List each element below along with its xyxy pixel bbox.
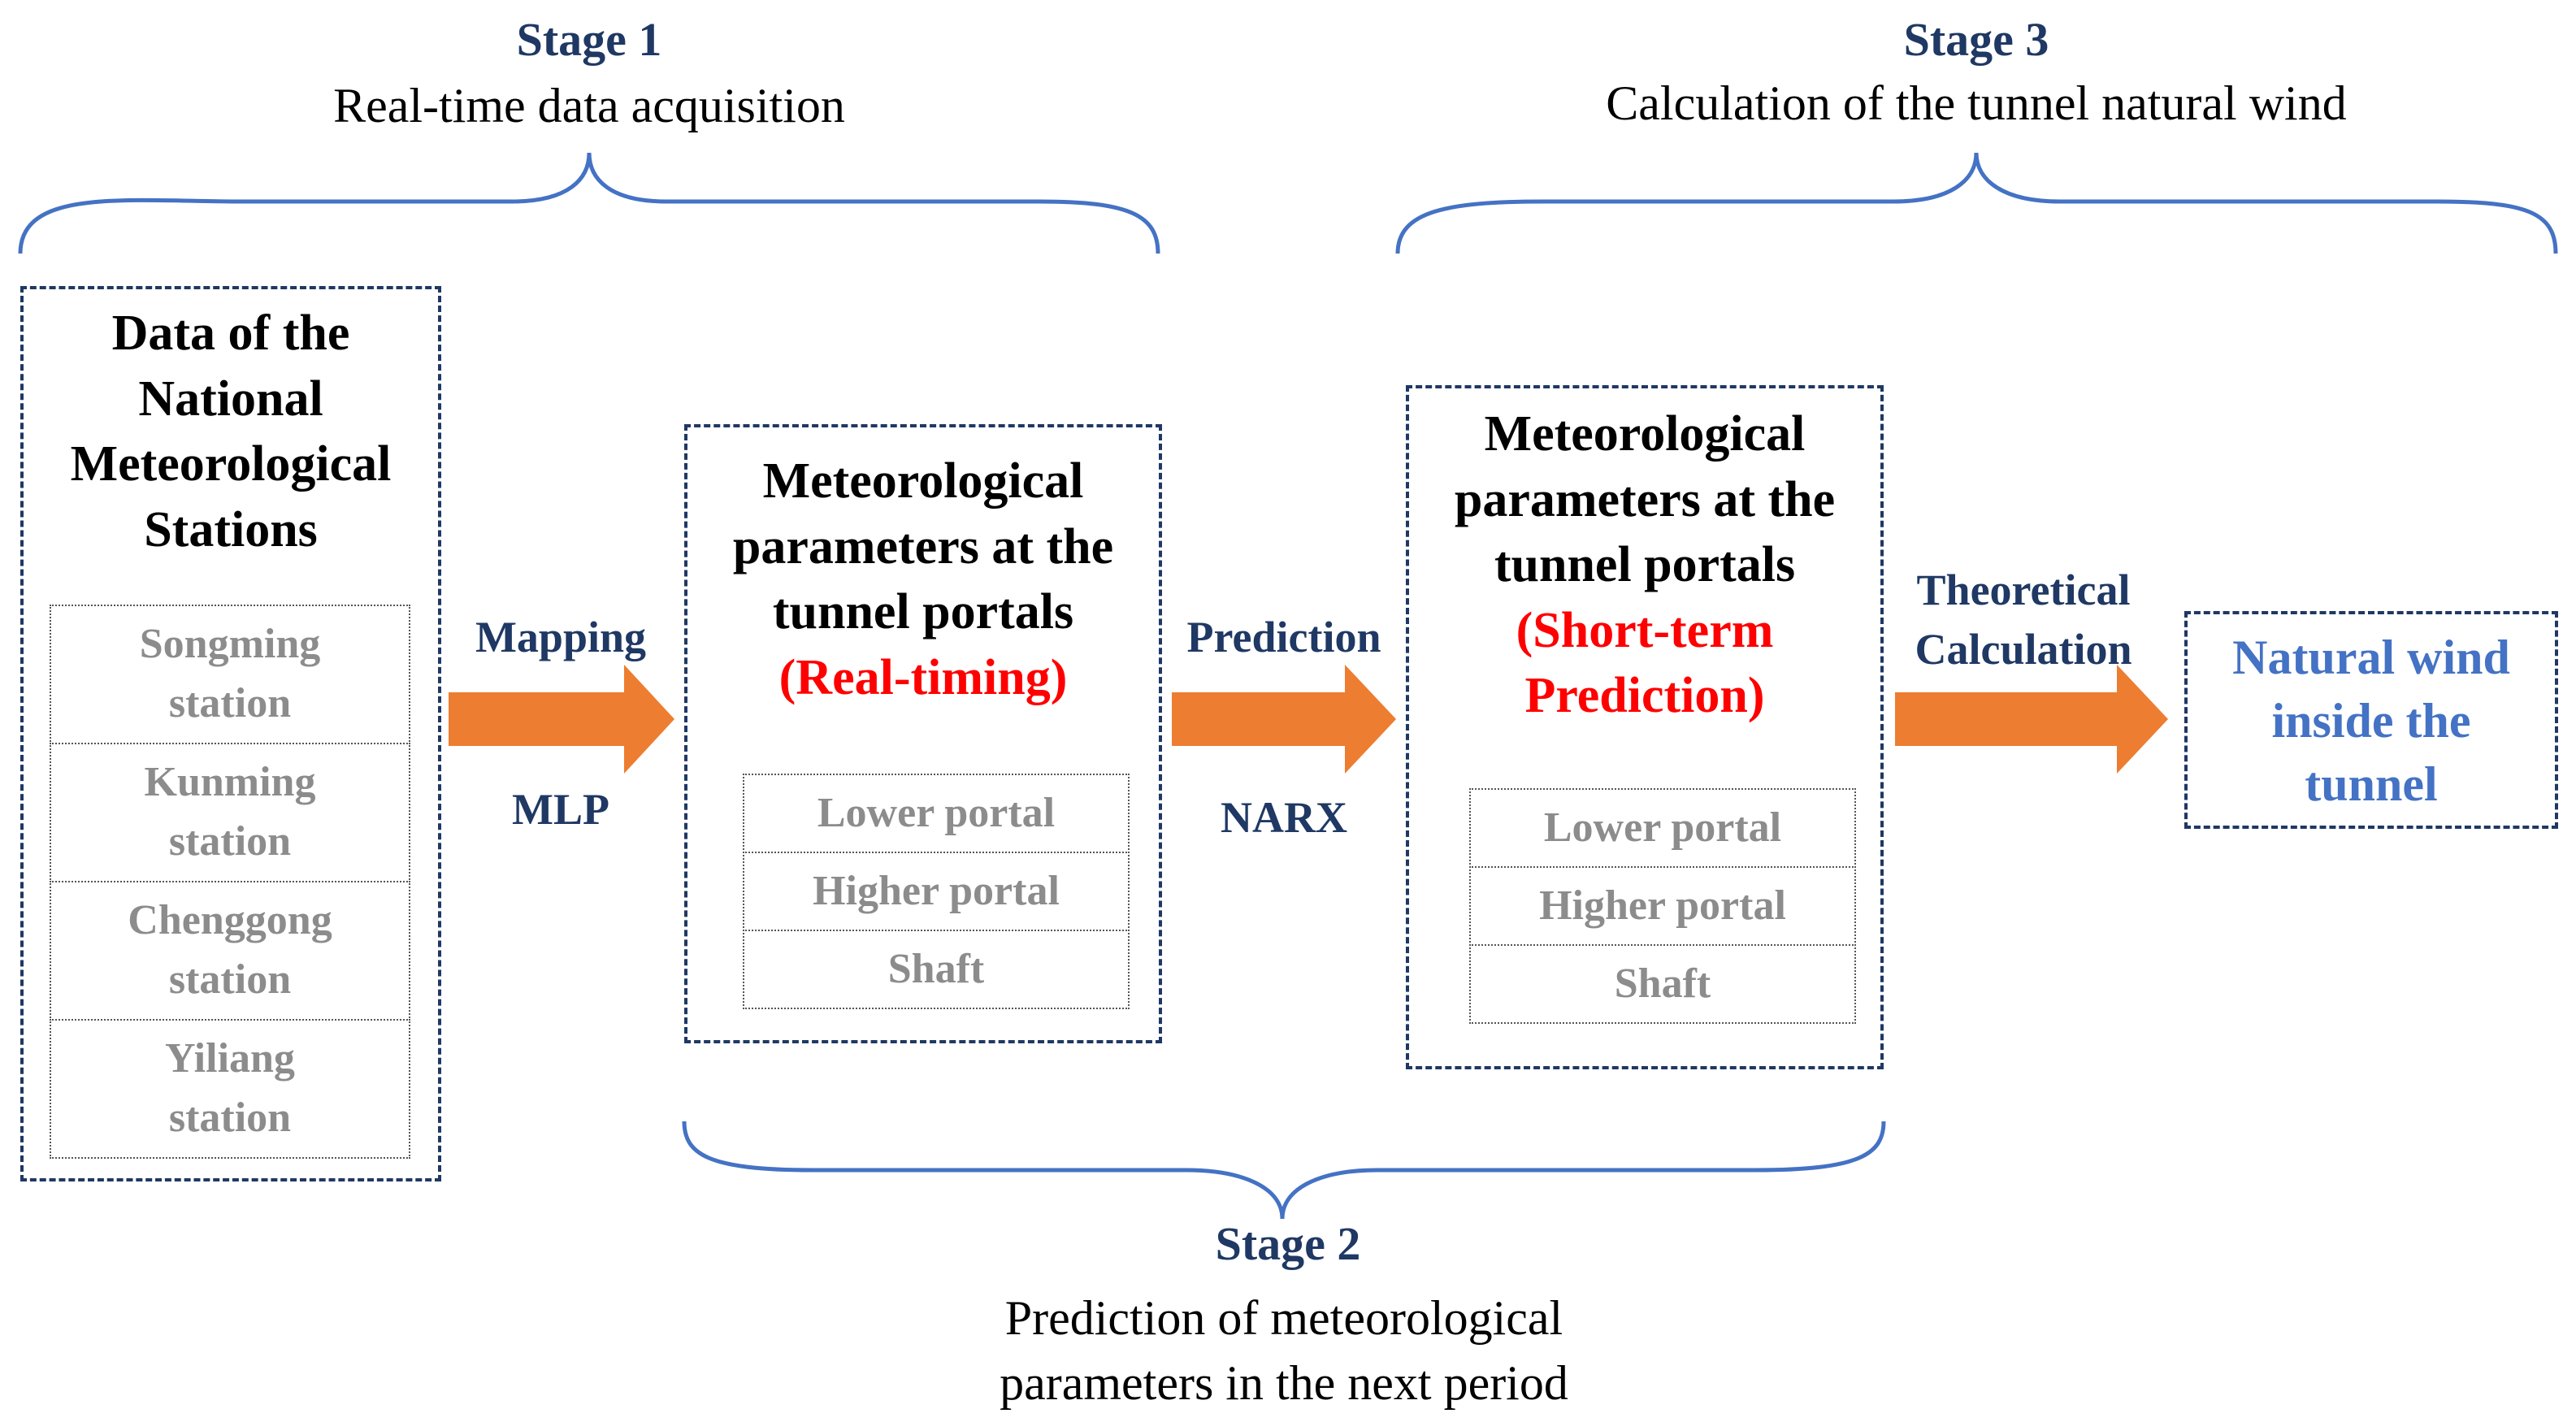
prediction-arrow: [1172, 665, 1396, 774]
station-suffix: station: [168, 818, 292, 865]
station-cell-kunming: Kunming station: [50, 743, 410, 882]
narx-label: NARX: [1221, 793, 1347, 842]
station-suffix: station: [168, 1095, 292, 1141]
stage3-description: Calculation of the tunnel natural wind: [1606, 76, 2347, 130]
stations-title-line: Data of the: [111, 306, 350, 361]
station-name: Yiliang: [165, 1035, 295, 1082]
stage3-title: Stage 3: [1903, 13, 2049, 66]
prediction-item-higher-portal: Higher portal: [1469, 866, 1856, 946]
stage1-title: Stage 1: [516, 13, 662, 66]
stage3-brace: [1395, 152, 2558, 254]
realtime-parameters-box: Meteorological parameters at the tunnel …: [684, 424, 1162, 1043]
stage2-description-line2: parameters in the next period: [1000, 1356, 1568, 1410]
stations-title-line: Stations: [144, 501, 318, 557]
calculation-arrow: [1895, 665, 2168, 774]
station-name: Chenggong: [128, 897, 332, 944]
natural-wind-line: tunnel: [2305, 757, 2438, 811]
stations-title-line: Meteorological: [70, 436, 392, 492]
prediction-title-line: tunnel portals: [1494, 537, 1796, 593]
realtime-title-line: Meteorological: [762, 453, 1084, 509]
natural-wind-line: inside the: [2271, 694, 2471, 748]
natural-wind-line: Natural wind: [2232, 631, 2510, 684]
prediction-box-title: Meteorological parameters at the tunnel …: [1409, 401, 1880, 729]
theoretical-calculation-label: Theoretical Calculation: [1885, 561, 2162, 679]
prediction-highlight-line: Prediction): [1524, 668, 1765, 724]
prediction-item-lower-portal: Lower portal: [1469, 788, 1856, 868]
realtime-item-shaft: Shaft: [743, 930, 1130, 1009]
stations-title-line: National: [138, 371, 323, 427]
theoretical-label-line: Theoretical: [1916, 566, 2131, 614]
station-suffix: station: [168, 956, 292, 1003]
station-suffix: station: [168, 680, 292, 726]
stage2-title: Stage 2: [1215, 1217, 1361, 1270]
realtime-highlight: (Real-timing): [778, 649, 1068, 705]
realtime-item-lower-portal: Lower portal: [743, 774, 1130, 853]
mapping-arrow: [449, 665, 674, 774]
prediction-item-shaft: Shaft: [1469, 944, 1856, 1024]
natural-wind-box: Natural wind inside the tunnel: [2184, 611, 2558, 829]
stage2-description-line1: Prediction of meteorological: [1004, 1291, 1563, 1345]
stage1-description: Real-time data acquisition: [333, 79, 845, 132]
prediction-title-line: Meteorological: [1484, 406, 1806, 462]
stage1-brace: [18, 152, 1160, 254]
station-cell-yiliang: Yiliang station: [50, 1019, 410, 1159]
realtime-title-line: parameters at the: [732, 518, 1114, 574]
predicted-parameters-box: Meteorological parameters at the tunnel …: [1406, 385, 1884, 1069]
mlp-label: MLP: [512, 785, 609, 834]
mapping-label: Mapping: [475, 613, 647, 661]
prediction-title-line: parameters at the: [1454, 471, 1836, 527]
station-cell-chenggong: Chenggong station: [50, 881, 410, 1021]
stations-box-title: Data of the National Meteorological Stat…: [24, 301, 438, 562]
station-name: Songming: [139, 621, 321, 668]
station-cell-songming: Songming station: [50, 605, 410, 744]
realtime-item-higher-portal: Higher portal: [743, 852, 1130, 931]
stations-box: Data of the National Meteorological Stat…: [20, 286, 441, 1181]
natural-wind-title: Natural wind inside the tunnel: [2188, 626, 2555, 816]
calculation-label-line: Calculation: [1915, 624, 2132, 674]
prediction-label: Prediction: [1186, 613, 1381, 661]
realtime-title-line: tunnel portals: [772, 584, 1074, 640]
realtime-box-title: Meteorological parameters at the tunnel …: [687, 449, 1159, 710]
station-name: Kunming: [144, 759, 316, 806]
prediction-highlight-line: (Short-term: [1516, 602, 1774, 658]
stage2-brace: [682, 1121, 1886, 1220]
